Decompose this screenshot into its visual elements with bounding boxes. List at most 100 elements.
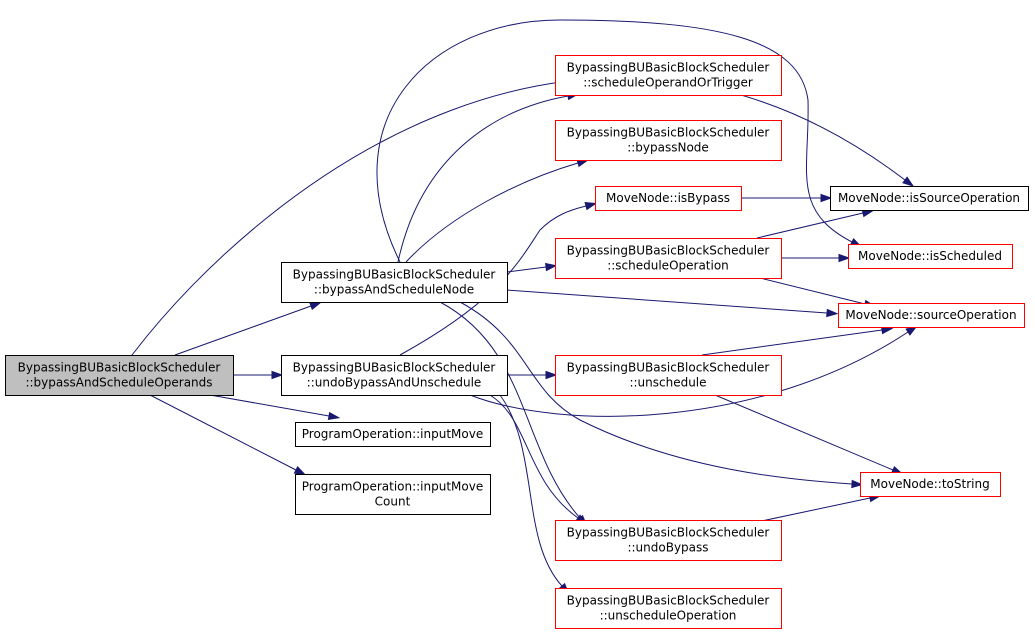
- edge-line: [759, 277, 866, 305]
- edge-undo-bypass-and-unschedule-to-undo-bypass: [489, 394, 588, 525]
- edge-line: [499, 394, 563, 587]
- node-label-line: BypassingBUBasicBlockScheduler: [567, 361, 770, 375]
- node-label-line: BypassingBUBasicBlockScheduler: [567, 61, 770, 75]
- edge-schedule-operation-to-is-scheduled: [781, 253, 851, 263]
- edge-line: [701, 329, 883, 356]
- arrowhead-icon: [851, 479, 864, 489]
- arrowhead-icon: [584, 202, 598, 211]
- edge-unschedule-to-source-operation: [701, 325, 894, 356]
- edge-line: [506, 266, 547, 273]
- node-label-line: ::undoBypass: [627, 541, 708, 555]
- node-label-line: BypassingBUBasicBlockScheduler: [567, 126, 770, 140]
- edge-line: [506, 289, 828, 314]
- node-box: [838, 303, 1025, 328]
- edge-undo-bypass-and-unschedule-to-unschedule: [507, 370, 558, 380]
- node-label-line: BypassingBUBasicBlockScheduler: [293, 361, 496, 375]
- node-label-line: BypassingBUBasicBlockScheduler: [567, 244, 770, 258]
- node-label-line: MoveNode::isSourceOperation: [838, 191, 1020, 205]
- edge-unschedule-to-to-string: [714, 394, 904, 475]
- node-box: [555, 238, 782, 279]
- node-undo-bypass-and-unschedule[interactable]: BypassingBUBasicBlockScheduler::undoBypa…: [281, 355, 508, 396]
- edge-line: [714, 394, 894, 471]
- edge-is-bypass-to-is-source-operation: [741, 193, 833, 203]
- node-is-source-operation[interactable]: MoveNode::isSourceOperation: [830, 186, 1029, 211]
- node-box: [848, 244, 1013, 269]
- edge-line: [405, 162, 579, 263]
- node-schedule-operand-or-trigger[interactable]: BypassingBUBasicBlockScheduler::schedule…: [555, 55, 782, 96]
- node-label-line: ::undoBypassAndUnschedule: [307, 376, 482, 390]
- node-label-line: BypassingBUBasicBlockScheduler: [567, 594, 770, 608]
- node-source-operation[interactable]: MoveNode::sourceOperation: [838, 303, 1025, 328]
- edge-undo-bypass-and-unschedule-to-unschedule-operation: [499, 394, 570, 595]
- node-box: [555, 120, 782, 161]
- edge-bypass-and-schedule-operands-to-bypass-and-schedule-node: [174, 302, 322, 356]
- node-label-line: Count: [375, 495, 411, 509]
- node-label-line: ::unschedule: [629, 376, 706, 390]
- arrowhead-icon: [327, 411, 341, 421]
- edge-line: [397, 95, 569, 263]
- edge-line: [439, 301, 581, 519]
- arrowhead-icon: [309, 302, 322, 311]
- edge-bypass-and-schedule-node-to-schedule-operation: [506, 262, 558, 273]
- edge-bypass-and-schedule-node-to-source-operation: [506, 289, 839, 318]
- call-nodes: BypassingBUBasicBlockScheduler::bypassAn…: [5, 55, 1029, 629]
- node-label-line: ::scheduleOperandOrTrigger: [583, 76, 753, 90]
- edge-bypass-and-schedule-operands-to-undo-bypass-and-unschedule: [233, 370, 284, 380]
- edge-schedule-operation-to-source-operation: [759, 277, 877, 308]
- edge-bypass-and-schedule-node-to-schedule-operand-or-trigger: [397, 91, 580, 263]
- node-schedule-operation[interactable]: BypassingBUBasicBlockScheduler::schedule…: [555, 238, 782, 279]
- node-label-line: ProgramOperation::inputMove: [302, 480, 483, 494]
- edge-line: [174, 305, 312, 356]
- node-bypass-and-schedule-operands: BypassingBUBasicBlockScheduler::bypassAn…: [5, 355, 234, 396]
- edge-line: [131, 77, 906, 356]
- arrowhead-icon: [545, 370, 558, 380]
- node-box: [281, 262, 508, 303]
- arrowhead-icon: [826, 308, 839, 318]
- edge-bypass-and-schedule-operands-to-input-move: [209, 394, 341, 421]
- node-bypass-node[interactable]: BypassingBUBasicBlockScheduler::bypassNo…: [555, 120, 782, 161]
- node-label-line: ::scheduleOperation: [607, 259, 729, 273]
- node-box: [830, 186, 1029, 211]
- node-unschedule-operation[interactable]: BypassingBUBasicBlockScheduler::unschedu…: [555, 588, 782, 629]
- node-unschedule[interactable]: BypassingBUBasicBlockScheduler::unschedu…: [555, 355, 782, 396]
- node-box: [5, 355, 234, 396]
- node-label-line: BypassingBUBasicBlockScheduler: [293, 268, 496, 282]
- node-is-bypass[interactable]: MoveNode::isBypass: [595, 186, 742, 211]
- node-label-line: ::bypassAndScheduleOperands: [25, 376, 212, 390]
- node-to-string[interactable]: MoveNode::toString: [860, 472, 1001, 497]
- node-box: [295, 474, 491, 515]
- node-box: [295, 422, 491, 447]
- edge-line: [469, 331, 909, 417]
- edge-line: [399, 205, 587, 356]
- node-box: [555, 55, 782, 96]
- node-label-line: ::unscheduleOperation: [600, 609, 737, 623]
- node-is-scheduled[interactable]: MoveNode::isScheduled: [848, 244, 1013, 269]
- edge-bypass-and-schedule-node-to-to-string: [459, 301, 864, 489]
- edge-schedule-operation-to-is-source-operation: [756, 209, 875, 239]
- node-label-line: BypassingBUBasicBlockScheduler: [18, 361, 221, 375]
- arrowhead-icon: [545, 262, 558, 272]
- arrowhead-icon: [838, 253, 851, 263]
- edge-line: [209, 394, 330, 417]
- node-box: [595, 186, 742, 211]
- edge-line: [756, 497, 871, 523]
- arrowhead-icon: [820, 193, 833, 203]
- edge-bypass-and-schedule-operands-to-input-move-count: [149, 394, 307, 476]
- edge-line: [459, 301, 853, 485]
- node-box: [555, 520, 782, 561]
- node-bypass-and-schedule-node[interactable]: BypassingBUBasicBlockScheduler::bypassAn…: [281, 262, 508, 303]
- node-label-line: MoveNode::isBypass: [606, 191, 730, 205]
- edge-line: [376, 19, 853, 263]
- node-label-line: BypassingBUBasicBlockScheduler: [567, 526, 770, 540]
- node-box: [860, 472, 1001, 497]
- node-label-line: MoveNode::isScheduled: [858, 249, 1002, 263]
- node-label-line: MoveNode::sourceOperation: [845, 308, 1016, 322]
- edge-bypass-and-schedule-operands-to-is-source-operation: [131, 77, 915, 356]
- node-box: [555, 355, 782, 396]
- edge-line: [489, 394, 579, 519]
- node-input-move[interactable]: ProgramOperation::inputMove: [295, 422, 491, 447]
- node-label-line: ::bypassNode: [627, 141, 709, 155]
- node-undo-bypass[interactable]: BypassingBUBasicBlockScheduler::undoBypa…: [555, 520, 782, 561]
